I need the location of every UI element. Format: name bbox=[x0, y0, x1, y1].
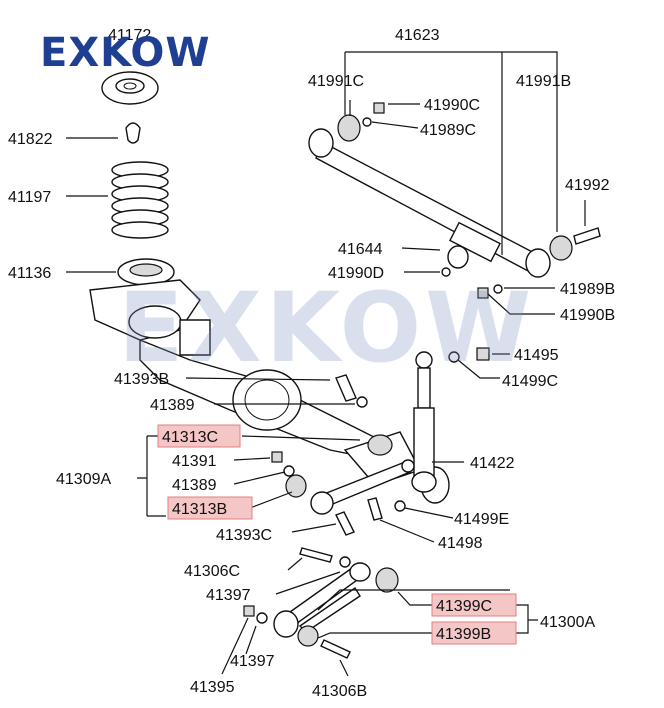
label-41309a: 41309A bbox=[56, 471, 111, 488]
label-41422: 41422 bbox=[470, 455, 515, 472]
label-41313b: 41313B bbox=[172, 501, 227, 518]
label-41991b: 41991B bbox=[516, 73, 571, 90]
highlight-41399b bbox=[431, 621, 517, 645]
label-41397-top: 41397 bbox=[206, 587, 251, 604]
shock-hardware bbox=[448, 347, 490, 363]
lower-arm-hardware bbox=[243, 547, 351, 659]
label-41992: 41992 bbox=[565, 177, 610, 194]
watermark: EXKOW bbox=[118, 272, 536, 384]
label-41990c: 41990C bbox=[424, 97, 480, 114]
label-41306c: 41306C bbox=[184, 563, 240, 580]
label-41393c: 41393C bbox=[216, 527, 272, 544]
label-41313c: 41313C bbox=[162, 429, 218, 446]
label-41172: 41172 bbox=[108, 27, 151, 44]
upper-arm-hardware bbox=[271, 374, 406, 536]
label-41197: 41197 bbox=[8, 189, 51, 206]
lateral-rod bbox=[308, 102, 601, 299]
label-41399c: 41399C bbox=[436, 598, 492, 615]
label-41644: 41644 bbox=[338, 241, 383, 258]
label-41991c: 41991C bbox=[308, 73, 364, 90]
label-41397-bottom: 41397 bbox=[230, 653, 275, 670]
leader-lines bbox=[66, 51, 586, 677]
highlight-41399c bbox=[431, 593, 517, 617]
label-41499e: 41499E bbox=[454, 511, 509, 528]
label-41990b: 41990B bbox=[560, 307, 615, 324]
lower-arm bbox=[273, 562, 399, 647]
label-41499c: 41499C bbox=[502, 373, 558, 390]
label-41136: 41136 bbox=[8, 265, 51, 282]
label-41389-bottom: 41389 bbox=[172, 477, 217, 494]
highlight-41313c bbox=[157, 424, 241, 448]
label-41399b: 41399B bbox=[436, 626, 491, 643]
brand-logo: EXKOW bbox=[40, 30, 211, 76]
upper-arm bbox=[285, 459, 415, 515]
spring-lower-seat bbox=[117, 258, 175, 286]
label-41623: 41623 bbox=[395, 27, 440, 44]
label-41498: 41498 bbox=[438, 535, 483, 552]
label-41391: 41391 bbox=[172, 453, 217, 470]
shock-absorber bbox=[411, 351, 437, 493]
coil-spring bbox=[111, 161, 169, 239]
spring-upper-seat bbox=[101, 71, 159, 105]
label-41495: 41495 bbox=[514, 347, 559, 364]
label-41989b: 41989B bbox=[560, 281, 615, 298]
label-41989c: 41989C bbox=[420, 122, 476, 139]
part-labels: 41172 41623 41991C 41991B 41990C 41989C … bbox=[8, 27, 615, 700]
highlight-41313b bbox=[167, 496, 253, 520]
label-41395: 41395 bbox=[190, 679, 235, 696]
label-41990d: 41990D bbox=[328, 265, 384, 282]
label-41389-top: 41389 bbox=[150, 397, 195, 414]
highlight-boxes bbox=[157, 424, 517, 645]
label-41300a: 41300A bbox=[540, 614, 595, 631]
label-41306b: 41306B bbox=[312, 683, 367, 700]
label-41822: 41822 bbox=[8, 131, 53, 148]
bump-stopper bbox=[125, 122, 141, 144]
label-41393b: 41393B bbox=[114, 371, 169, 388]
